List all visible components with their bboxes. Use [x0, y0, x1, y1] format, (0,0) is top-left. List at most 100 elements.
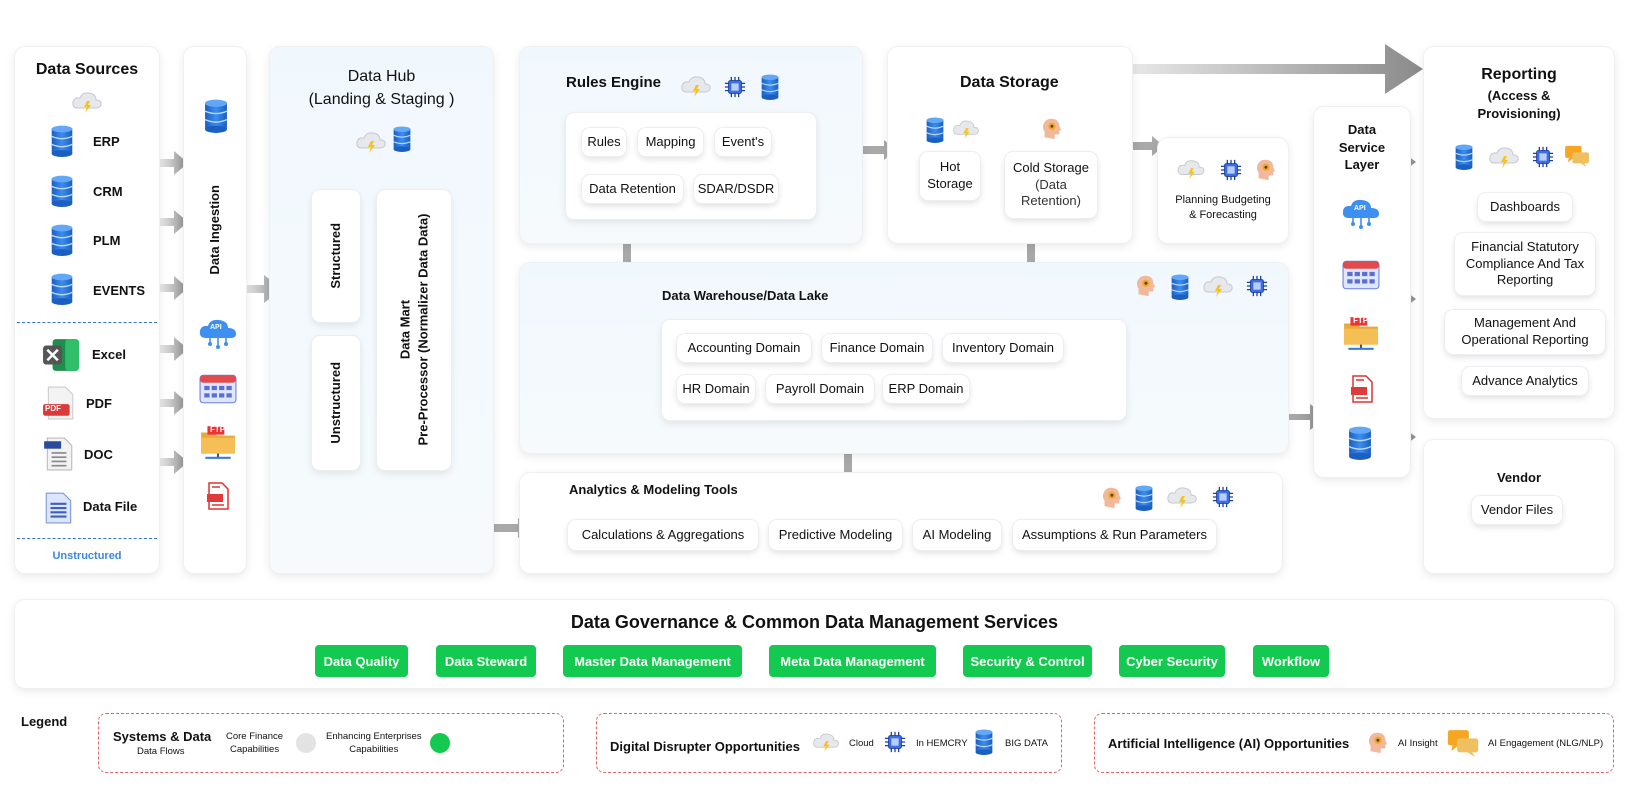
vendor-title: Vendor	[1496, 470, 1542, 485]
gov-meta-data: Meta Data Management	[769, 645, 936, 677]
arrow-excel-ingestion	[154, 337, 188, 361]
api-cloud-icon	[197, 318, 239, 350]
domain-erp: ERP Domain	[883, 375, 969, 403]
rules-item-data-retention: Data Retention	[582, 175, 683, 203]
chat-icon	[1446, 729, 1480, 757]
planning-panel	[1158, 138, 1288, 243]
domain-finance: Finance Domain	[822, 334, 932, 362]
api-cloud-icon	[1340, 198, 1382, 230]
unstructured-divider-bottom	[17, 538, 157, 539]
analytics-assumptions: Assumptions & Run Parameters	[1013, 520, 1216, 550]
database-icon	[48, 125, 76, 157]
rules-item-sdar: SDAR/DSDR	[694, 175, 778, 203]
legend-ai-box	[1094, 713, 1614, 773]
data-ingestion-title: Data Ingestion	[207, 185, 223, 275]
source-plm: PLM	[93, 233, 121, 248]
arrow-crm-ingestion	[154, 210, 188, 234]
api-badge: API	[210, 324, 222, 331]
core-finance-dot-icon	[294, 731, 318, 755]
source-events: EVENTS	[93, 283, 146, 298]
planning-label: Planning Budgeting& Forecasting	[1175, 194, 1271, 221]
database-icon	[48, 273, 76, 305]
analytics-predictive: Predictive Modeling	[769, 520, 902, 550]
arrow-storage-warehouse	[1021, 228, 1041, 280]
analytics-calculations: Calculations & Aggregations	[568, 520, 758, 550]
data-warehouse-title: Data Warehouse/Data Lake	[662, 288, 829, 303]
arrow-pdf-ingestion	[154, 391, 188, 415]
document-icon	[206, 482, 230, 510]
data-hub-subtitle: (Landing & Staging )	[308, 91, 455, 108]
data-mart-line2: Pre-Processor (Normalizer Data Data)	[415, 214, 431, 446]
structured-box	[312, 190, 360, 322]
reporting-title: Reporting	[1481, 66, 1557, 83]
database-icon	[974, 729, 994, 755]
chip-icon	[1220, 159, 1242, 181]
legend-ai-insight: AI Insight	[1398, 738, 1438, 749]
excel-icon	[42, 338, 80, 372]
cloud-icon	[70, 90, 104, 114]
analytics-title: Analytics & Modeling Tools	[569, 482, 738, 497]
cloud-icon	[1176, 158, 1206, 180]
enhancing-dot-icon	[428, 731, 452, 755]
gov-master-data: Master Data Management	[563, 645, 742, 677]
database-icon	[48, 224, 76, 256]
unstructured-hub-label: Unstructured	[328, 362, 344, 444]
unstructured-box	[312, 336, 360, 470]
database-icon	[48, 175, 76, 207]
arrow-erp-ingestion	[154, 151, 188, 175]
domain-hr: HR Domain	[677, 375, 755, 403]
gov-cyber-security: Cyber Security	[1119, 645, 1225, 677]
legend-hemcry: In HEMCRY	[916, 738, 968, 749]
chat-icon	[1564, 145, 1590, 167]
rules-item-events: Event's	[715, 128, 771, 156]
legend-digital-title: Digital Disrupter Opportunities	[610, 739, 800, 754]
database-icon	[760, 74, 780, 100]
legend-cloud: Cloud	[849, 738, 874, 749]
data-mart-line1: Data Mart	[397, 300, 413, 360]
database-icon	[925, 117, 945, 143]
chip-icon	[1246, 275, 1268, 297]
ai-head-icon	[1366, 731, 1388, 755]
ftp-badge: FTP	[1353, 316, 1369, 325]
legend-ai-title: Artificial Intelligence (AI) Opportuniti…	[1108, 736, 1350, 751]
domain-payroll: Payroll Domain	[766, 375, 874, 403]
ai-head-icon	[1040, 117, 1062, 141]
ai-head-icon	[1100, 486, 1122, 510]
ftp-badge: FTP	[210, 425, 226, 434]
governance-title: Data Governance & Common Data Management…	[570, 612, 1059, 632]
data-hub-title: Data Hub	[347, 68, 416, 85]
ai-head-icon	[1254, 158, 1276, 182]
chip-icon	[1212, 486, 1234, 508]
cloud-icon	[1202, 274, 1234, 298]
database-icon	[392, 126, 412, 152]
calendar-icon	[199, 372, 237, 404]
cloud-icon	[680, 74, 712, 98]
legend-ai-engagement: AI Engagement (NLG/NLP)	[1488, 738, 1604, 749]
data-file-icon	[42, 490, 76, 524]
source-pdf: PDF	[86, 396, 112, 411]
arrow-events-ingestion	[154, 276, 188, 300]
ai-head-icon	[1134, 274, 1156, 298]
gov-workflow: Workflow	[1253, 645, 1329, 677]
gov-data-steward: Data Steward	[436, 645, 536, 677]
legend-label: Legend	[21, 714, 68, 729]
report-dashboards: Dashboards	[1478, 193, 1572, 221]
data-mart-box	[377, 190, 451, 470]
database-icon	[1454, 144, 1474, 170]
chip-icon	[724, 76, 746, 98]
structured-label: Structured	[328, 223, 344, 289]
pdf-icon	[42, 386, 76, 420]
rules-engine-title: Rules Engine	[566, 74, 662, 91]
unstructured-label: Unstructured	[52, 550, 122, 562]
pdf-badge: PDF	[45, 404, 61, 413]
gov-data-quality: Data Quality	[315, 645, 408, 677]
domain-accounting: Accounting Domain	[677, 334, 811, 362]
cloud-icon	[1488, 145, 1520, 169]
